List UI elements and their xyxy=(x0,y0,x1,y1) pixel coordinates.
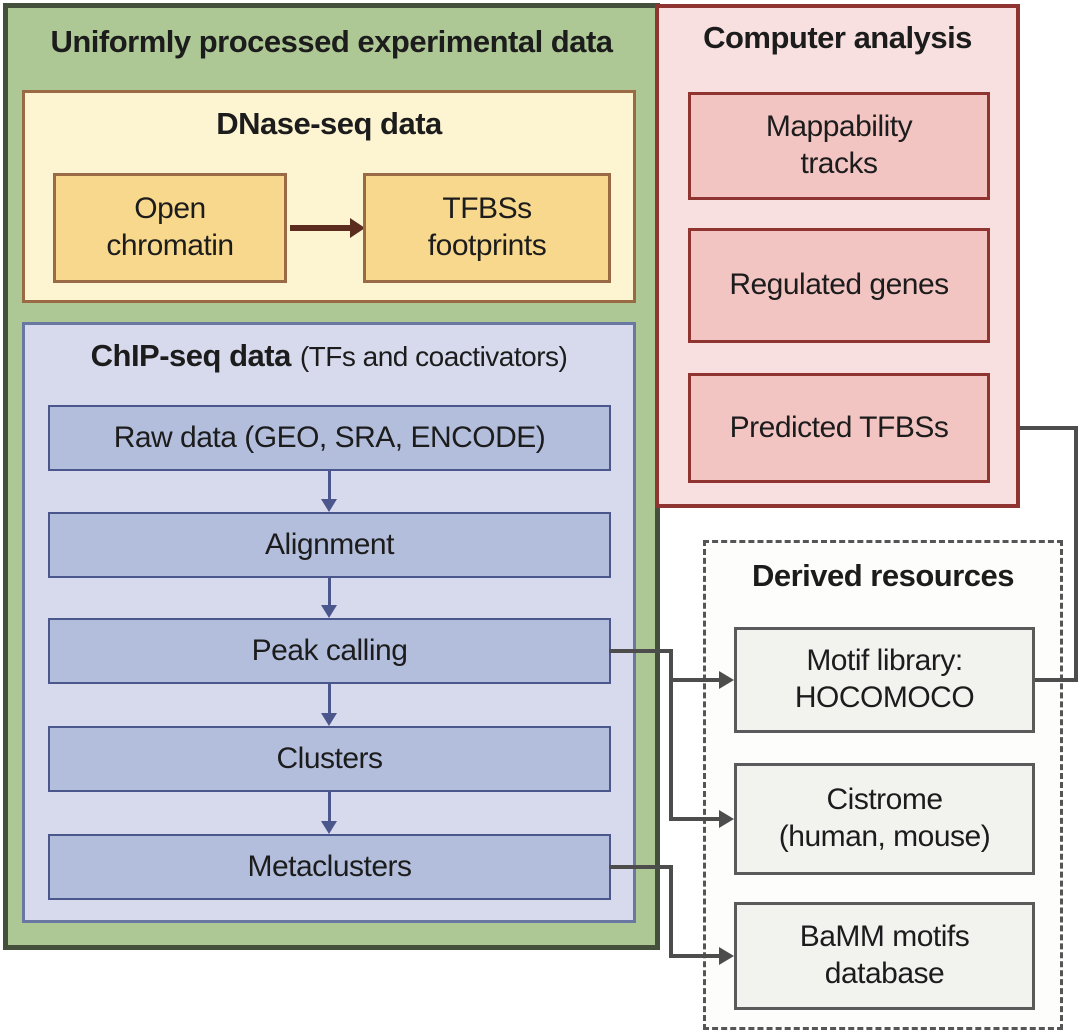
connector-line xyxy=(669,954,721,958)
predicted-tfbs-label: Predicted TFBSs xyxy=(729,410,949,444)
tfbs-footprints-label-line2: footprints xyxy=(427,229,547,262)
tfbs-footprints-label-line1: TFBSs xyxy=(442,192,532,226)
raw-data-label: Raw data (GEO, SRA, ENCODE) xyxy=(113,420,546,454)
arrowhead-down-icon xyxy=(321,499,337,512)
arrow-line xyxy=(328,684,331,715)
clusters-label: Clusters xyxy=(276,741,383,775)
mappability-tracks-box: Mappability tracks xyxy=(688,92,990,200)
motif-library-label-line2: HOCOMOCO xyxy=(794,681,975,714)
motif-library-box: Motif library: HOCOMOCO xyxy=(734,627,1035,733)
arrow-line xyxy=(328,792,331,823)
cistrome-box: Cistrome (human, mouse) xyxy=(734,763,1035,875)
cistrome-label-line1: Cistrome xyxy=(826,783,943,817)
derived-resources-title: Derived resources xyxy=(751,558,1015,593)
connector-line xyxy=(1004,426,1076,430)
arrowhead-right-icon xyxy=(719,671,734,689)
peak-calling-label: Peak calling xyxy=(251,633,408,667)
predicted-tfbs-box: Predicted TFBSs xyxy=(688,373,990,483)
chip-seq-title: ChIP-seq data(TFs and coactivators) xyxy=(22,338,636,374)
alignment-label: Alignment xyxy=(265,527,394,561)
connector-line xyxy=(669,865,673,958)
alignment-box: Alignment xyxy=(48,512,611,578)
cistrome-label-line2: (human, mouse) xyxy=(778,820,991,853)
connector-line xyxy=(609,649,673,653)
chip-seq-title-rest: (TFs and coactivators) xyxy=(299,341,568,372)
computer-analysis-title: Computer analysis xyxy=(703,20,972,55)
connector-line xyxy=(669,678,721,682)
arrow-line xyxy=(328,471,331,501)
peak-calling-box: Peak calling xyxy=(48,618,611,684)
regulated-genes-label: Regulated genes xyxy=(729,268,949,302)
open-chromatin-label-line2: chromatin xyxy=(106,229,234,262)
bamm-motifs-label-line1: BaMM motifs xyxy=(799,920,970,954)
metaclusters-label: Metaclusters xyxy=(247,849,412,883)
dnase-seq-title: DNase-seq data xyxy=(216,106,442,141)
arrowhead-down-icon xyxy=(321,713,337,726)
mappability-label-line1: Mappability xyxy=(765,110,913,144)
arrowhead-down-icon xyxy=(321,821,337,834)
bamm-motifs-label-line2: database xyxy=(824,957,945,990)
connector-line xyxy=(669,649,673,821)
arrowhead-right-icon xyxy=(719,810,734,828)
chip-seq-title-bold: ChIP-seq data xyxy=(90,338,292,373)
arrow-line xyxy=(290,225,352,231)
connector-line xyxy=(669,817,721,821)
arrow-line xyxy=(328,578,331,607)
motif-library-label-line1: Motif library: xyxy=(806,644,963,678)
raw-data-box: Raw data (GEO, SRA, ENCODE) xyxy=(48,405,611,471)
connector-line xyxy=(1033,678,1076,682)
mappability-label-line2: tracks xyxy=(800,147,878,180)
open-chromatin-box: Open chromatin xyxy=(53,173,287,283)
clusters-box: Clusters xyxy=(48,726,611,792)
connector-line xyxy=(1074,426,1078,682)
open-chromatin-label-line1: Open xyxy=(134,192,206,226)
bamm-motifs-box: BaMM motifs database xyxy=(734,902,1035,1010)
regulated-genes-box: Regulated genes xyxy=(688,228,990,343)
metaclusters-box: Metaclusters xyxy=(48,834,611,900)
connector-line xyxy=(609,865,673,869)
experimental-data-title: Uniformly processed experimental data xyxy=(50,24,613,59)
tfbs-footprints-box: TFBSs footprints xyxy=(363,173,611,283)
arrowhead-down-icon xyxy=(321,605,337,618)
arrowhead-right-icon xyxy=(350,218,365,238)
arrowhead-right-icon xyxy=(719,947,734,965)
